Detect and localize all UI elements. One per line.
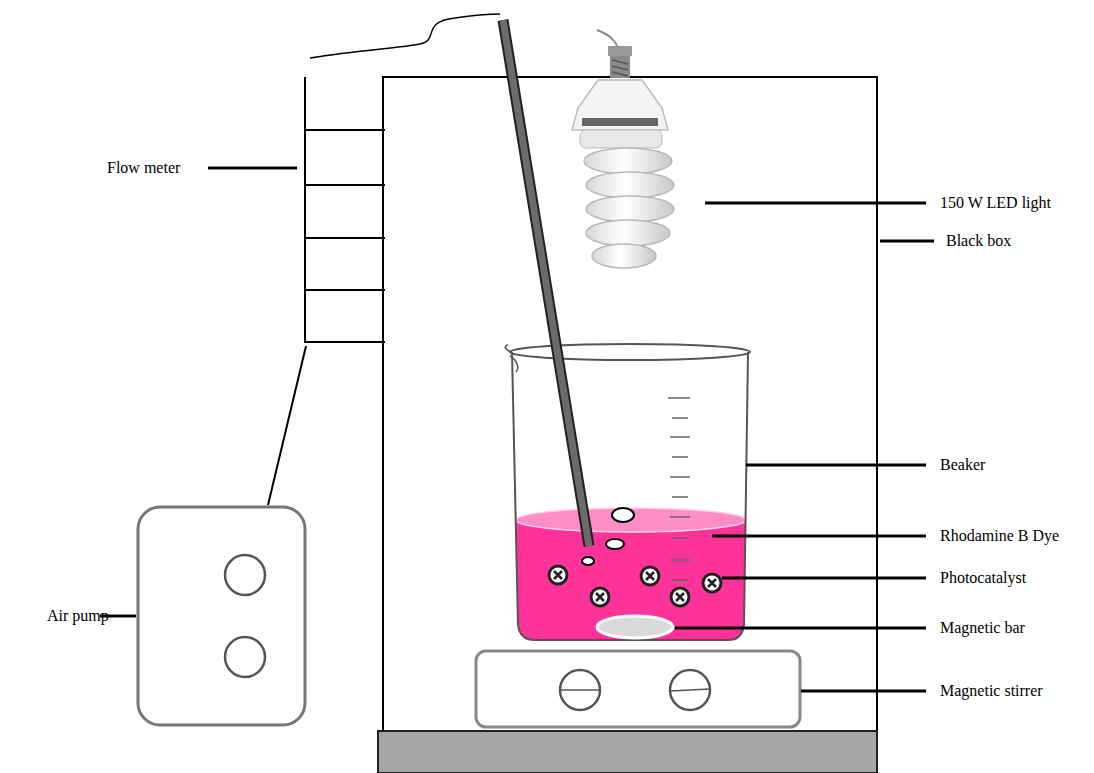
part-label: Flow meter bbox=[107, 158, 180, 178]
part-label: Magnetic stirrer bbox=[940, 681, 1043, 701]
part-label: Rhodamine B Dye bbox=[940, 526, 1059, 546]
part-label: Photocatalyst bbox=[940, 568, 1026, 588]
part-label: 150 W LED light bbox=[940, 193, 1051, 213]
part-label: Beaker bbox=[940, 455, 985, 475]
part-label: Air pump bbox=[47, 606, 109, 626]
part-label: Magnetic bar bbox=[940, 618, 1025, 638]
leader-lines bbox=[100, 168, 934, 691]
part-label: Black box bbox=[946, 231, 1011, 251]
